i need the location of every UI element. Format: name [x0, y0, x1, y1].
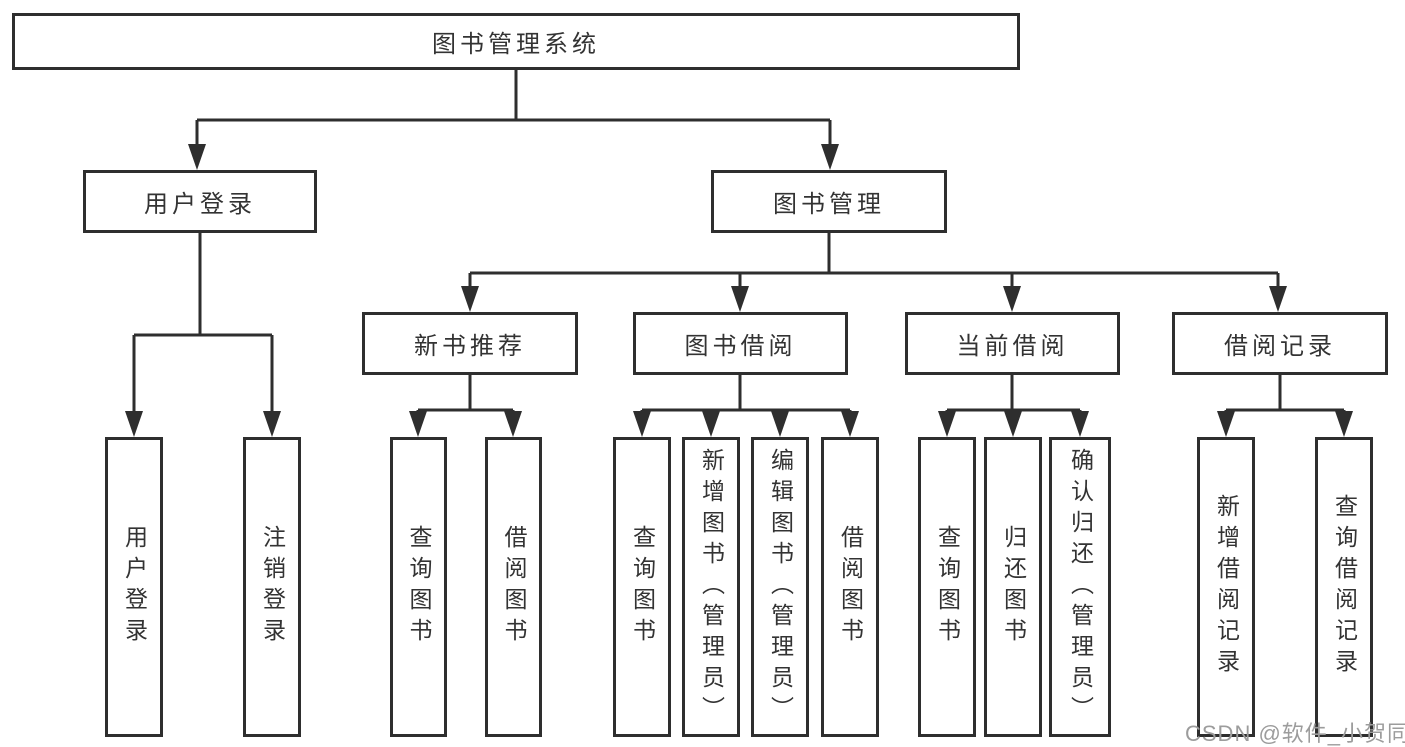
connector-new-book-recommend [409, 375, 522, 437]
node-label: 查询借阅记录 [1331, 494, 1358, 680]
node-new-book-recommend: 新书推荐 [362, 312, 578, 375]
node-label: 注销登录 [259, 525, 286, 649]
leaf-return-book: 归还图书 [984, 437, 1042, 737]
node-book-borrow: 图书借阅 [633, 312, 848, 375]
node-label: 查询图书 [629, 525, 656, 649]
node-label: 图书借阅 [684, 333, 797, 360]
node-label: 编辑图书（管理员） [767, 447, 794, 727]
connector-borrow-records [1217, 375, 1353, 437]
csdn-watermark: CSDN @软件_小贺同学 [1185, 721, 1405, 746]
node-label: 归还图书 [1000, 525, 1027, 649]
node-label: 查询图书 [406, 525, 432, 649]
node-label: 新书推荐 [414, 333, 526, 360]
leaf-query-books-current: 查询图书 [918, 437, 976, 737]
node-label: 图书管理系统 [432, 31, 600, 58]
leaf-confirm-return-admin: 确认归还（管理员） [1049, 437, 1111, 737]
node-label: 借阅图书 [501, 525, 527, 649]
leaf-borrow-books: 借阅图书 [821, 437, 879, 737]
node-current-borrow: 当前借阅 [905, 312, 1120, 375]
leaf-edit-book-admin: 编辑图书（管理员） [751, 437, 809, 737]
node-label: 借阅记录 [1224, 333, 1336, 360]
node-label: 用户登录 [121, 525, 148, 649]
leaf-logout: 注销登录 [243, 437, 301, 737]
leaf-borrow-books-recommend: 借阅图书 [485, 437, 542, 737]
node-label: 新增借阅记录 [1213, 494, 1240, 680]
node-label: 新增图书（管理员） [698, 447, 725, 727]
node-book-management: 图书管理 [711, 170, 947, 233]
leaf-query-borrow-record: 查询借阅记录 [1315, 437, 1373, 737]
leaf-query-books-borrow: 查询图书 [613, 437, 671, 737]
leaf-add-book-admin: 新增图书（管理员） [682, 437, 740, 737]
leaf-add-borrow-record: 新增借阅记录 [1197, 437, 1255, 737]
connector-user-login [125, 233, 281, 437]
node-label: 当前借阅 [956, 333, 1069, 360]
node-borrow-records: 借阅记录 [1172, 312, 1388, 375]
connector-book-borrow [633, 375, 859, 437]
node-root: 图书管理系统 [12, 13, 1020, 70]
node-label: 确认归还（管理员） [1067, 447, 1094, 727]
node-user-login: 用户登录 [83, 170, 317, 233]
node-label: 借阅图书 [837, 525, 864, 649]
node-label: 用户登录 [144, 191, 256, 218]
connector-book-management [461, 233, 1287, 312]
leaf-user-login: 用户登录 [105, 437, 163, 737]
node-label: 查询图书 [934, 525, 961, 649]
leaf-query-books-recommend: 查询图书 [390, 437, 447, 737]
connector-root [188, 70, 839, 170]
connector-current-borrow [938, 375, 1089, 437]
node-label: 图书管理 [773, 191, 885, 218]
